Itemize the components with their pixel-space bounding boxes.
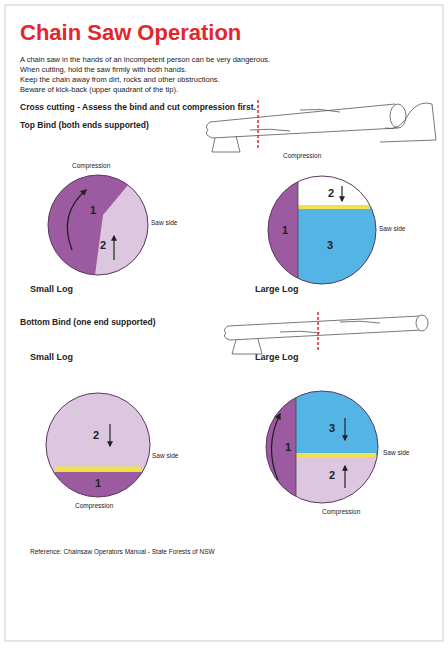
large-log-top-bind <box>268 176 376 284</box>
page-title: Chain Saw Operation <box>20 20 241 45</box>
callout-number: 2 <box>329 469 335 482</box>
part-label: Compression <box>75 502 113 509</box>
cut-line <box>317 312 319 350</box>
part-label: Saw side <box>383 449 409 456</box>
note: A chain saw in the hands of an incompete… <box>20 56 270 65</box>
heading: Cross cutting - Assess the bind and cut … <box>20 103 256 113</box>
bottom-bind-log <box>224 315 428 354</box>
callout-number: 3 <box>327 239 333 252</box>
callout-number: 3 <box>329 422 335 435</box>
large-log-bottom-bind <box>266 391 378 503</box>
heading: Bottom Bind (one end supported) <box>20 318 156 328</box>
note: Keep the chain away from dirt, rocks and… <box>20 76 220 85</box>
callout-number: 1 <box>90 204 96 217</box>
callout-number: 1 <box>285 441 291 454</box>
part-label: Saw side <box>151 219 177 226</box>
part-label: Compression <box>283 152 321 159</box>
callout-number: 2 <box>93 429 99 442</box>
heading: Large Log <box>255 284 299 294</box>
part-label: Saw side <box>152 452 178 459</box>
cut-line <box>257 100 259 150</box>
heading: Small Log <box>30 352 73 362</box>
part-label: Compression <box>322 508 360 515</box>
reference-caption: Reference: Chainsaw Operators Manual - S… <box>30 548 215 555</box>
small-log-top-bind <box>48 175 148 275</box>
heading: Large Log <box>255 352 299 362</box>
part-label: Saw side <box>379 225 405 232</box>
callout-number: 1 <box>282 224 288 237</box>
callout-number: 2 <box>328 187 334 200</box>
page-border <box>5 5 443 641</box>
note: When cutting, hold the saw firmly with b… <box>20 66 187 75</box>
note: Beware of kick-back (upper quadrant of t… <box>20 86 178 95</box>
heading: Small Log <box>30 284 73 294</box>
callout-number: 1 <box>95 477 101 490</box>
part-label: Compression <box>72 162 110 169</box>
callout-number: 2 <box>100 239 106 252</box>
heading: Top Bind (both ends supported) <box>20 121 149 131</box>
small-log-bottom-bind <box>46 393 150 497</box>
